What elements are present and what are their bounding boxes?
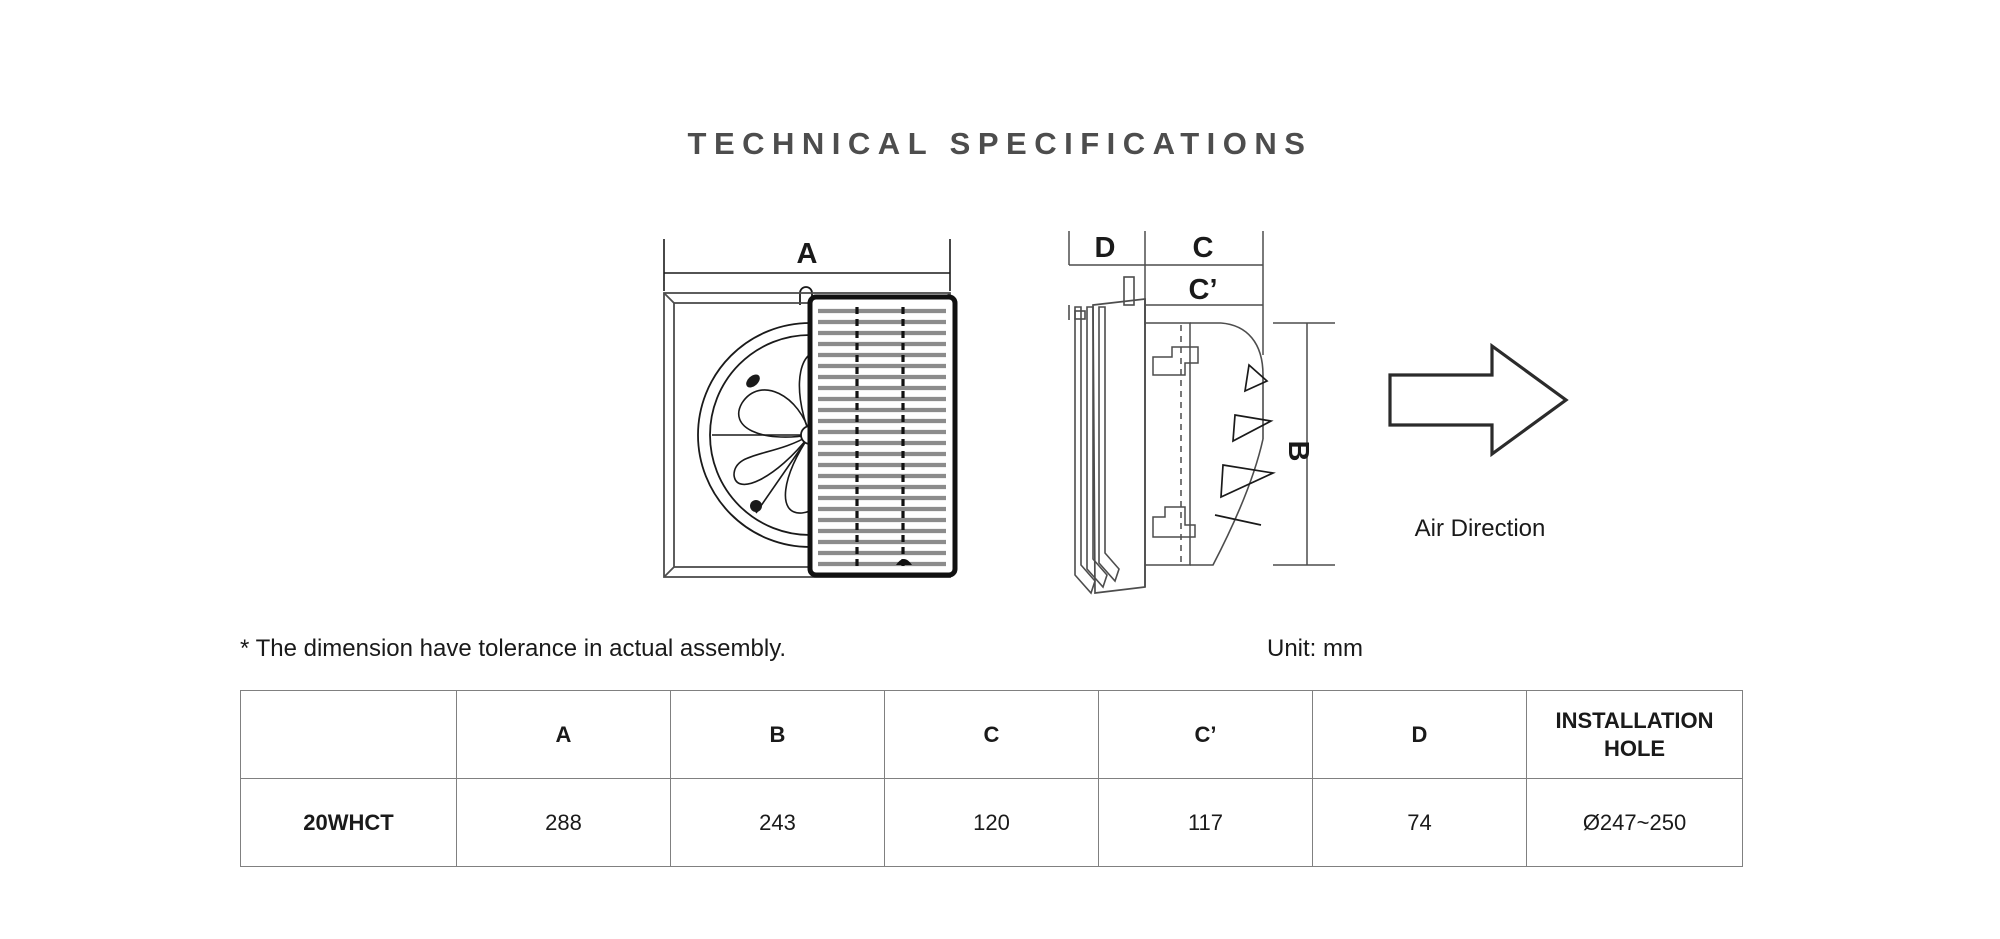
dimension-label-c-prime: C’ xyxy=(1189,274,1218,306)
specifications-table: A B C C’ D INSTALLATION HOLE 20WHCT 288 … xyxy=(240,690,1743,867)
cell-c: 120 xyxy=(884,778,1099,867)
header-installation-hole-line1: INSTALLATION xyxy=(1555,708,1714,733)
louver-panel xyxy=(807,294,958,578)
table-header-row: A B C C’ D INSTALLATION HOLE xyxy=(240,690,1743,779)
header-installation-hole-line2: HOLE xyxy=(1603,735,1666,761)
unit-note: Unit: mm xyxy=(1267,635,1363,662)
cell-d: 74 xyxy=(1312,778,1527,867)
air-direction-arrow xyxy=(1370,330,1590,475)
header-c-prime: C’ xyxy=(1098,690,1313,779)
diagram-area: A xyxy=(0,225,2000,605)
header-c: C xyxy=(884,690,1099,779)
dimension-label-c: C xyxy=(1193,232,1214,264)
header-a: A xyxy=(456,690,671,779)
tolerance-note: * The dimension have tolerance in actual… xyxy=(240,635,787,662)
arrow-right-icon xyxy=(1388,342,1569,458)
header-b: B xyxy=(670,690,885,779)
dimension-label-d: D xyxy=(1095,232,1116,264)
dimension-label-b: B xyxy=(1282,441,1314,462)
notes-row: * The dimension have tolerance in actual… xyxy=(0,635,2000,675)
cell-installation-hole: Ø247~250 xyxy=(1526,778,1743,867)
cell-b: 243 xyxy=(670,778,885,867)
header-installation-hole: INSTALLATION HOLE xyxy=(1526,690,1743,779)
cell-c-prime: 117 xyxy=(1098,778,1313,867)
header-model xyxy=(240,690,457,779)
fan-pin-icon xyxy=(746,374,760,388)
air-direction-label: Air Direction xyxy=(1414,515,1546,542)
cell-model: 20WHCT xyxy=(240,778,457,867)
front-view-diagram: A xyxy=(650,225,970,600)
side-view-diagram: D C C’ xyxy=(1035,225,1355,600)
table-row: 20WHCT 288 243 120 117 74 Ø247~250 xyxy=(240,778,1743,867)
louver-knob-icon xyxy=(896,559,912,565)
dimension-label-a: A xyxy=(797,238,818,270)
header-d: D xyxy=(1312,690,1527,779)
page-title: TECHNICAL SPECIFICATIONS xyxy=(687,126,1313,161)
cell-a: 288 xyxy=(456,778,671,867)
fan-pin-icon xyxy=(750,500,762,512)
